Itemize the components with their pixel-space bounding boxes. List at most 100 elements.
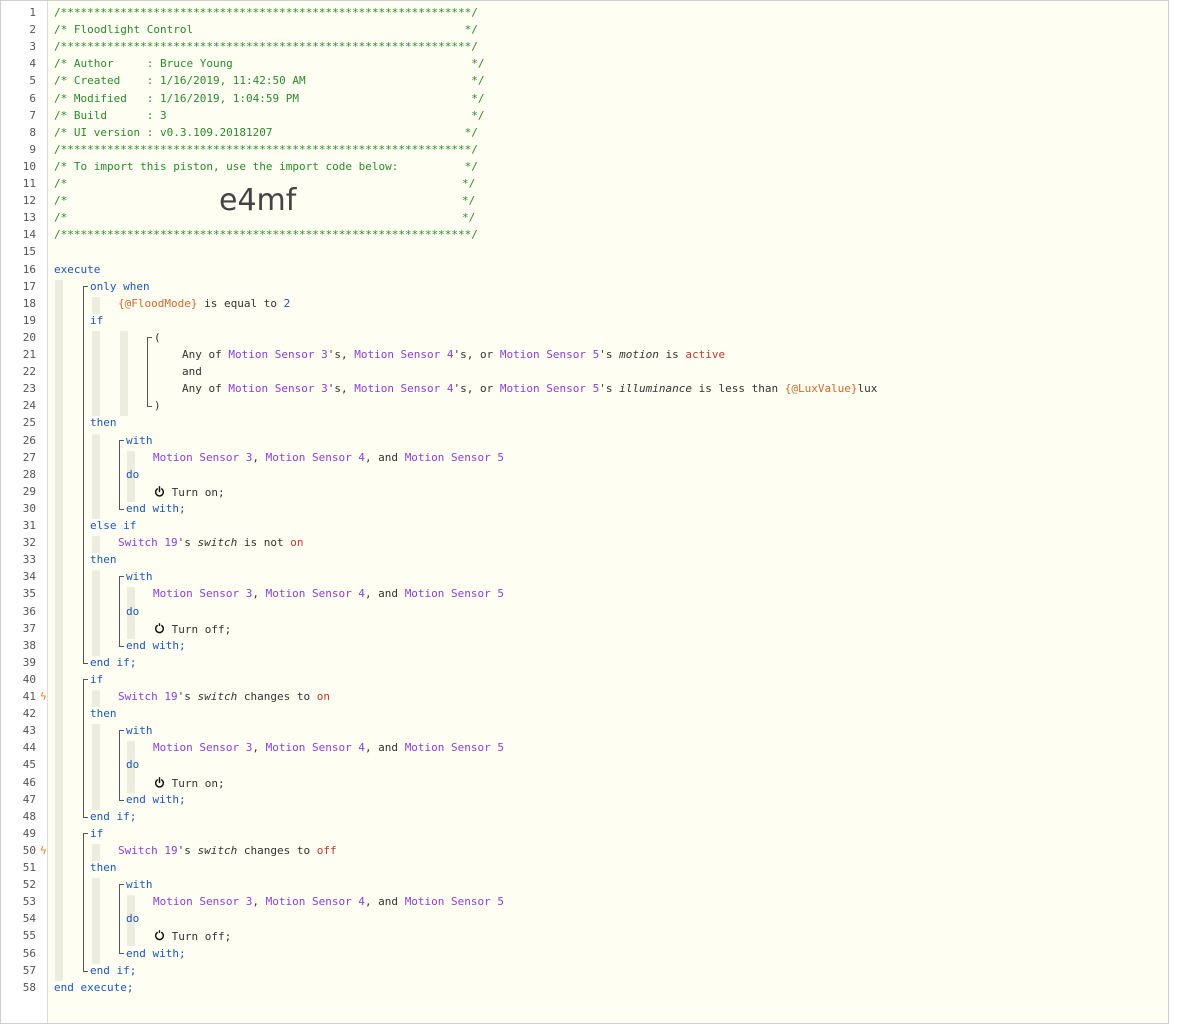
code-line: do bbox=[126, 912, 139, 926]
indent-guide bbox=[92, 330, 100, 417]
code-line: Motion Sensor 3, Motion Sensor 4, and Mo… bbox=[153, 587, 504, 601]
line-number: 50 bbox=[22, 843, 36, 857]
import-code: e4mf bbox=[219, 183, 297, 219]
code-text: 's bbox=[177, 536, 198, 550]
code-line: then bbox=[90, 416, 117, 430]
code-text: 's bbox=[599, 382, 620, 396]
line-number: 52 bbox=[22, 878, 36, 892]
keyword: end with; bbox=[126, 638, 186, 652]
code-text: , and bbox=[364, 450, 405, 464]
line-number: 10 bbox=[22, 159, 36, 173]
line-number: 43 bbox=[22, 724, 36, 738]
code-line: {@FloodMode} is equal to 2 bbox=[118, 297, 290, 311]
code-text: and bbox=[182, 365, 202, 379]
comment: /* Modified : 1/16/2019, 1:04:59 PM */ bbox=[54, 91, 485, 105]
attribute: switch bbox=[197, 843, 238, 857]
device-name: Motion Sensor 4 bbox=[265, 450, 365, 464]
block-bracket bbox=[119, 439, 124, 511]
indent-guide bbox=[92, 433, 100, 519]
line-number: 35 bbox=[22, 587, 36, 601]
code-line: /* Build : 3 */ bbox=[54, 109, 484, 123]
keyword: if bbox=[90, 826, 104, 840]
code-text: , bbox=[252, 741, 266, 755]
value: active bbox=[685, 348, 726, 361]
value: on bbox=[316, 690, 330, 703]
code-text: Turn off; bbox=[165, 930, 232, 944]
line-number: 5 bbox=[29, 74, 36, 88]
power-on-icon bbox=[154, 776, 165, 788]
device-name: Motion Sensor 4 bbox=[265, 741, 365, 755]
device-name: Switch 19 bbox=[118, 690, 178, 703]
code-text: 's, or bbox=[453, 348, 500, 361]
indent-guide bbox=[92, 690, 100, 708]
line-number: 26 bbox=[22, 433, 36, 447]
code-line: end with; bbox=[126, 639, 186, 653]
comment: /* Author : Bruce Young */ bbox=[54, 57, 485, 71]
line-number: 16 bbox=[22, 262, 36, 276]
line-number: 19 bbox=[22, 313, 36, 327]
code-text: , and bbox=[364, 895, 405, 909]
code-line: Motion Sensor 3, Motion Sensor 4, and Mo… bbox=[153, 895, 504, 909]
comment: /* Created : 1/16/2019, 11:42:50 AM */ bbox=[54, 74, 485, 88]
code-text: 's, or bbox=[453, 382, 500, 396]
indent-guide bbox=[92, 724, 100, 810]
code-text: Turn on; bbox=[165, 485, 225, 499]
line-number: 3 bbox=[29, 40, 36, 54]
line-number: 51 bbox=[22, 861, 36, 874]
indent-guide bbox=[92, 536, 100, 554]
line-number: 24 bbox=[22, 399, 36, 413]
code-text: 2 bbox=[283, 296, 291, 310]
code-line: Turn on; bbox=[154, 485, 225, 500]
code-text: ) bbox=[154, 399, 161, 413]
value: off bbox=[316, 843, 337, 857]
device-name: Motion Sensor 5 bbox=[404, 450, 505, 464]
code-line: then bbox=[90, 707, 117, 721]
code-text: Any of bbox=[182, 382, 229, 396]
keyword: end if; bbox=[90, 963, 137, 977]
line-number: 40 bbox=[22, 672, 36, 686]
code-line: /* Modified : 1/16/2019, 1:04:59 PM */ bbox=[54, 92, 484, 106]
lightning-bolt-icon: ϟ bbox=[40, 690, 47, 703]
comment: */ bbox=[462, 211, 476, 225]
line-number: 32 bbox=[22, 536, 36, 550]
device-name: Motion Sensor 4 bbox=[265, 895, 365, 909]
code-line: /***************************************… bbox=[54, 143, 478, 157]
code-line: /* Created : 1/16/2019, 11:42:50 AM */ bbox=[54, 74, 484, 88]
block-bracket bbox=[83, 285, 88, 664]
device-name: Motion Sensor 3 bbox=[228, 348, 328, 361]
code-line: if bbox=[90, 827, 103, 841]
line-number: 17 bbox=[22, 279, 36, 293]
code-line: ) bbox=[154, 399, 161, 413]
code-line: Switch 19's switch is not on bbox=[118, 536, 303, 550]
keyword: do bbox=[126, 604, 140, 618]
code-text: is not bbox=[237, 536, 291, 550]
comment: /***************************************… bbox=[54, 6, 478, 19]
code-line: execute bbox=[54, 263, 100, 277]
line-number: 13 bbox=[22, 211, 36, 225]
code-text: changes to bbox=[237, 843, 317, 857]
comment: */ bbox=[462, 194, 476, 208]
power-off-icon bbox=[154, 622, 165, 633]
indent-guide bbox=[127, 741, 135, 793]
keyword: do bbox=[126, 758, 140, 772]
code-line: ( bbox=[154, 331, 161, 345]
code-line: and bbox=[182, 365, 202, 379]
code-text: , bbox=[252, 587, 266, 601]
line-number: 38 bbox=[22, 638, 36, 652]
line-number: 33 bbox=[22, 553, 36, 567]
code-line: end if; bbox=[90, 964, 136, 978]
keyword: end with; bbox=[126, 946, 186, 960]
code-line: /***************************************… bbox=[54, 6, 478, 20]
indent-guide bbox=[92, 296, 100, 314]
keyword: if bbox=[90, 313, 104, 327]
line-number: 27 bbox=[22, 450, 36, 464]
line-number: 28 bbox=[22, 467, 36, 481]
block-bracket bbox=[119, 730, 124, 801]
code-text: 's bbox=[177, 843, 198, 857]
code-line: with bbox=[126, 724, 153, 738]
code-line: end with; bbox=[126, 502, 186, 516]
code-line: Turn off; bbox=[154, 929, 231, 944]
indent-guide bbox=[127, 587, 135, 639]
line-number: 57 bbox=[22, 963, 36, 977]
code-line: Switch 19's switch changes to off bbox=[118, 844, 337, 858]
